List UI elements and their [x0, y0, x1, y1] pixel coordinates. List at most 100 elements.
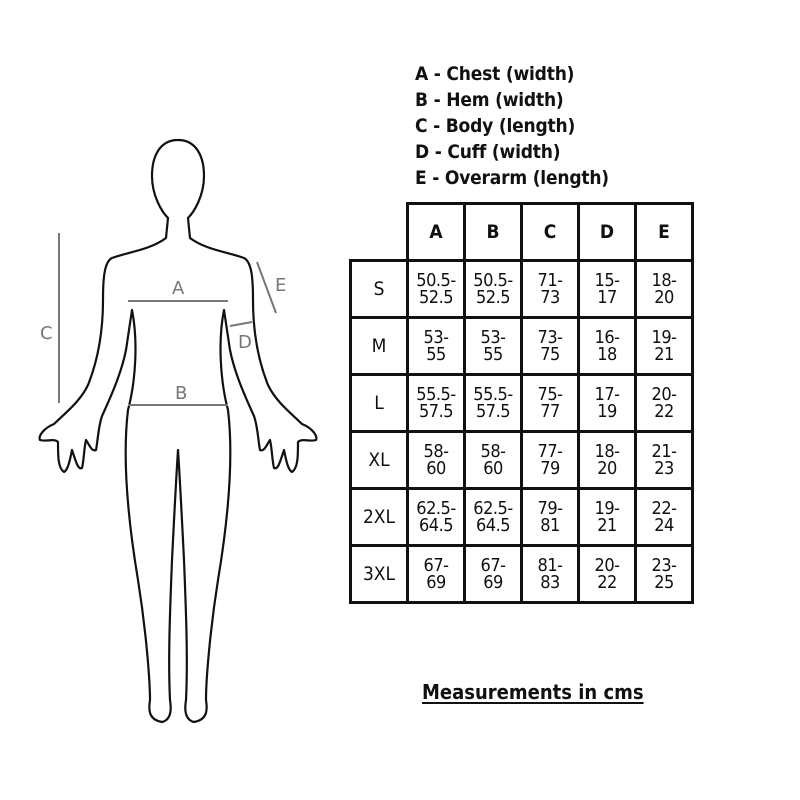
measurement-cell: 50.5-52.5: [463, 259, 523, 319]
range-start: 17-: [594, 384, 620, 405]
range-start: 53-: [480, 327, 506, 348]
measurement-cell: 23-25: [634, 544, 694, 604]
range-start: 58-: [423, 441, 449, 462]
size-label: L: [349, 373, 409, 433]
measurement-cell: 53-55: [406, 316, 466, 376]
dimension-line-e: [256, 261, 277, 314]
range-end: 52.5: [475, 287, 511, 308]
measurement-cell: 18-20: [577, 430, 637, 490]
column-header-d: D: [577, 202, 637, 262]
range-end: 77: [540, 401, 560, 422]
dimension-letter-e: E: [275, 275, 286, 296]
range-end: 21: [654, 344, 674, 365]
measurement-cell: 75-77: [520, 373, 580, 433]
range-start: 20-: [651, 384, 677, 405]
column-header-a: A: [406, 202, 466, 262]
range-end: 81: [540, 515, 560, 536]
size-label: 2XL: [349, 487, 409, 547]
range-end: 52.5: [418, 287, 454, 308]
measurement-cell: 17-19: [577, 373, 637, 433]
range-end: 55: [483, 344, 503, 365]
range-end: 64.5: [475, 515, 511, 536]
measurement-legend: A - Chest (width) B - Hem (width) C - Bo…: [415, 61, 609, 191]
range-end: 20: [654, 287, 674, 308]
range-end: 73: [540, 287, 560, 308]
range-end: 64.5: [418, 515, 454, 536]
range-start: 19-: [594, 498, 620, 519]
range-start: 58-: [480, 441, 506, 462]
measurement-cell: 53-55: [463, 316, 523, 376]
range-start: 15-: [594, 270, 620, 291]
range-start: 23-: [651, 555, 677, 576]
legend-item-d: D - Cuff (width): [415, 141, 561, 163]
range-start: 55.5-: [473, 384, 513, 405]
size-label: M: [349, 316, 409, 376]
measurement-cell: 71-73: [520, 259, 580, 319]
measurement-cell: 73-75: [520, 316, 580, 376]
legend-item-a: A - Chest (width): [415, 63, 575, 85]
measurement-cell: 62.5-64.5: [406, 487, 466, 547]
range-start: 62.5-: [416, 498, 456, 519]
measurement-cell: 55.5-57.5: [463, 373, 523, 433]
range-end: 21: [597, 515, 617, 536]
measurement-cell: 77-79: [520, 430, 580, 490]
dimension-line-d: [229, 321, 253, 327]
range-end: 69: [426, 572, 446, 593]
body-outline-figure: A B C D E: [0, 0, 340, 800]
range-start: 50.5-: [416, 270, 456, 291]
measurement-cell: 20-22: [634, 373, 694, 433]
body-outline: [38, 138, 318, 724]
dimension-letter-b: B: [175, 383, 187, 404]
range-end: 22: [597, 572, 617, 593]
measurement-cell: 55.5-57.5: [406, 373, 466, 433]
range-start: 73-: [537, 327, 563, 348]
measurement-cell: 67-69: [463, 544, 523, 604]
range-end: 60: [426, 458, 446, 479]
column-header-e: E: [634, 202, 694, 262]
range-start: 62.5-: [473, 498, 513, 519]
measurement-cell: 62.5-64.5: [463, 487, 523, 547]
measurement-cell: 19-21: [577, 487, 637, 547]
measurement-cell: 58-60: [406, 430, 466, 490]
dimension-letter-a: A: [172, 278, 185, 299]
range-end: 23: [654, 458, 674, 479]
range-end: 24: [654, 515, 674, 536]
range-start: 67-: [480, 555, 506, 576]
measurement-cell: 21-23: [634, 430, 694, 490]
range-end: 60: [483, 458, 503, 479]
range-end: 20: [597, 458, 617, 479]
range-end: 57.5: [418, 401, 454, 422]
range-start: 55.5-: [416, 384, 456, 405]
range-end: 79: [540, 458, 560, 479]
range-end: 25: [654, 572, 674, 593]
range-end: 55: [426, 344, 446, 365]
measurement-cell: 67-69: [406, 544, 466, 604]
range-end: 57.5: [475, 401, 511, 422]
dimension-letter-c: C: [40, 323, 53, 344]
measurement-cell: 16-18: [577, 316, 637, 376]
range-end: 19: [597, 401, 617, 422]
range-start: 77-: [537, 441, 563, 462]
range-end: 75: [540, 344, 560, 365]
range-start: 75-: [537, 384, 563, 405]
table-header-row: A B C D E: [350, 202, 694, 262]
range-start: 71-: [537, 270, 563, 291]
legend-item-e: E - Overarm (length): [415, 167, 609, 189]
measurement-cell: 19-21: [634, 316, 694, 376]
legend-item-c: C - Body (length): [415, 115, 576, 137]
measurement-cell: 58-60: [463, 430, 523, 490]
measurement-cell: 79-81: [520, 487, 580, 547]
table-corner-cell: [350, 203, 409, 262]
range-start: 18-: [651, 270, 677, 291]
measurement-cell: 81-83: [520, 544, 580, 604]
range-end: 69: [483, 572, 503, 593]
range-start: 53-: [423, 327, 449, 348]
range-start: 19-: [651, 327, 677, 348]
range-start: 79-: [537, 498, 563, 519]
units-note: Measurements in cms: [422, 680, 644, 704]
